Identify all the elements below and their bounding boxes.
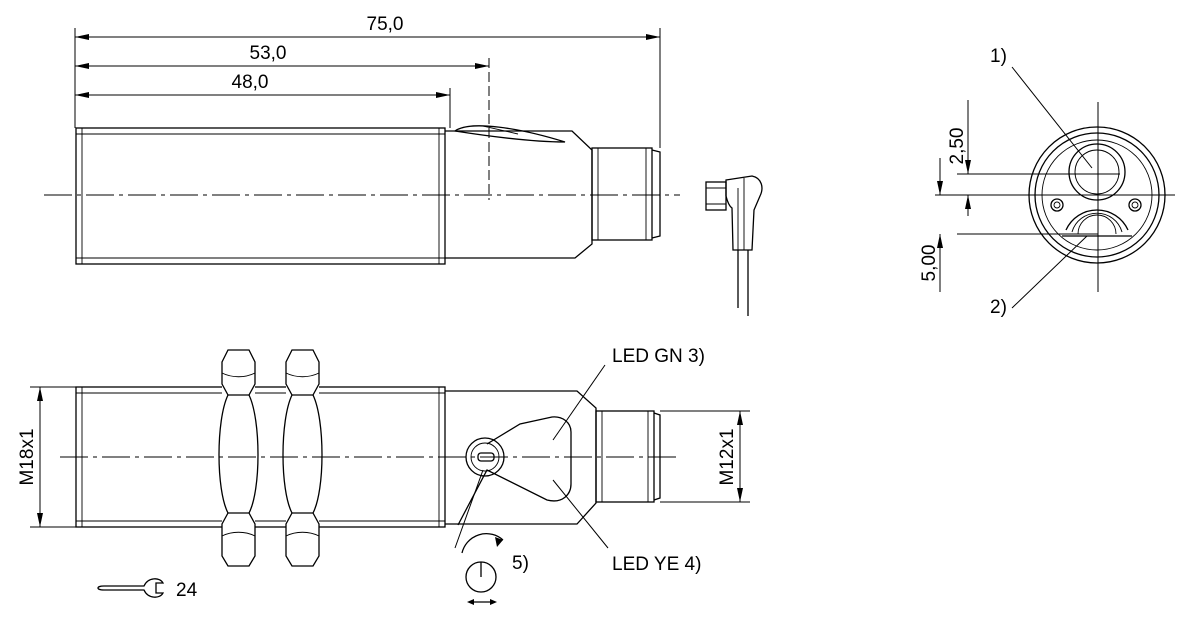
dimension-m12: M12x1 xyxy=(660,410,750,503)
dimension-m18-label: M18x1 xyxy=(17,428,38,485)
callout-led-green: LED GN 3) xyxy=(612,346,705,367)
connector-m12 xyxy=(591,147,661,241)
dimension-2-50-label: 2,50 xyxy=(947,128,968,165)
side-view-top: 75,0 53,0 48,0 xyxy=(44,14,763,316)
dimension-53: 53,0 xyxy=(75,43,489,69)
dimension-48-label: 48,0 xyxy=(232,72,269,93)
dimension-75: 75,0 xyxy=(75,14,660,40)
callout-1: 1) xyxy=(990,46,1007,67)
wrench-size-label: 24 xyxy=(176,580,198,601)
side-view-bottom: M18x1 M12x1 LED GN 3) LED YE 4) 5) xyxy=(17,346,750,605)
sensor-housing xyxy=(445,125,593,259)
hex-nut-1 xyxy=(218,349,259,567)
callout-5: 5) xyxy=(512,553,529,574)
hex-nut-2 xyxy=(282,349,323,567)
dimension-m18: M18x1 xyxy=(17,386,76,528)
dimension-5-00-label: 5,00 xyxy=(919,245,940,282)
callout-led-yellow: LED YE 4) xyxy=(612,554,701,575)
callout-2: 2) xyxy=(990,297,1007,318)
dimension-53-label: 53,0 xyxy=(250,43,287,64)
dimension-m12-label: M12x1 xyxy=(717,428,738,485)
wrench-icon xyxy=(97,578,165,598)
front-view: 2,50 5,00 1) 2) xyxy=(919,46,1175,318)
dimension-75-label: 75,0 xyxy=(367,14,404,35)
threaded-barrel xyxy=(75,127,446,265)
potentiometer-symbol xyxy=(461,533,504,605)
angled-cable-connector xyxy=(705,175,763,316)
dimension-48: 48,0 xyxy=(75,72,450,98)
